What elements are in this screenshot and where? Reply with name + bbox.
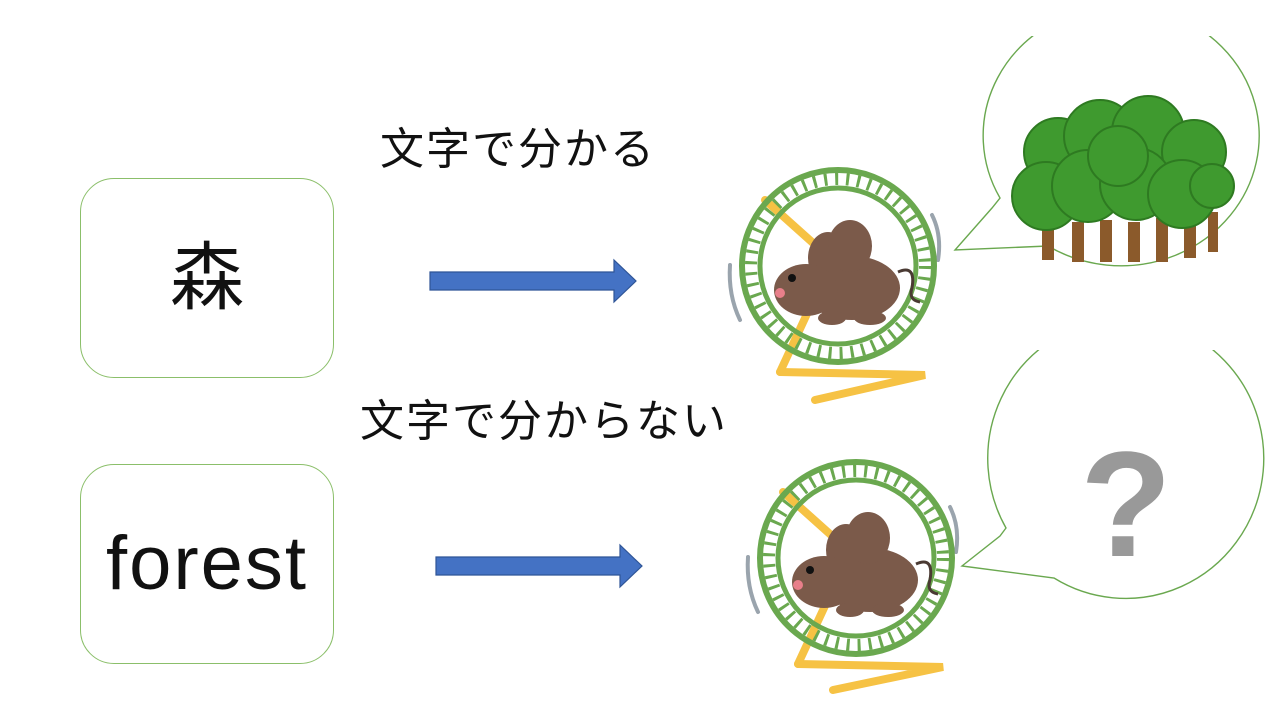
right-arrow-icon (429, 258, 637, 304)
forest-icon (1011, 95, 1235, 262)
mouse (774, 220, 921, 325)
right-arrow-icon (435, 543, 643, 589)
word-english-forest: forest (105, 521, 309, 606)
thought-bubble-unknown: ? (960, 350, 1265, 600)
mouse (792, 512, 939, 617)
hamster-wheel-icon (745, 459, 960, 694)
caption-understood: 文字で分かる (380, 124, 656, 175)
word-box-kanji: 森 (80, 178, 334, 378)
caption-not-understood: 文字で分からない (360, 396, 728, 447)
hamster-wheel-icon (727, 167, 942, 404)
thought-bubble-forest (953, 36, 1260, 267)
question-mark-icon: ? (1080, 420, 1172, 588)
word-box-english: forest (80, 464, 334, 664)
word-kanji-mori: 森 (170, 235, 244, 321)
